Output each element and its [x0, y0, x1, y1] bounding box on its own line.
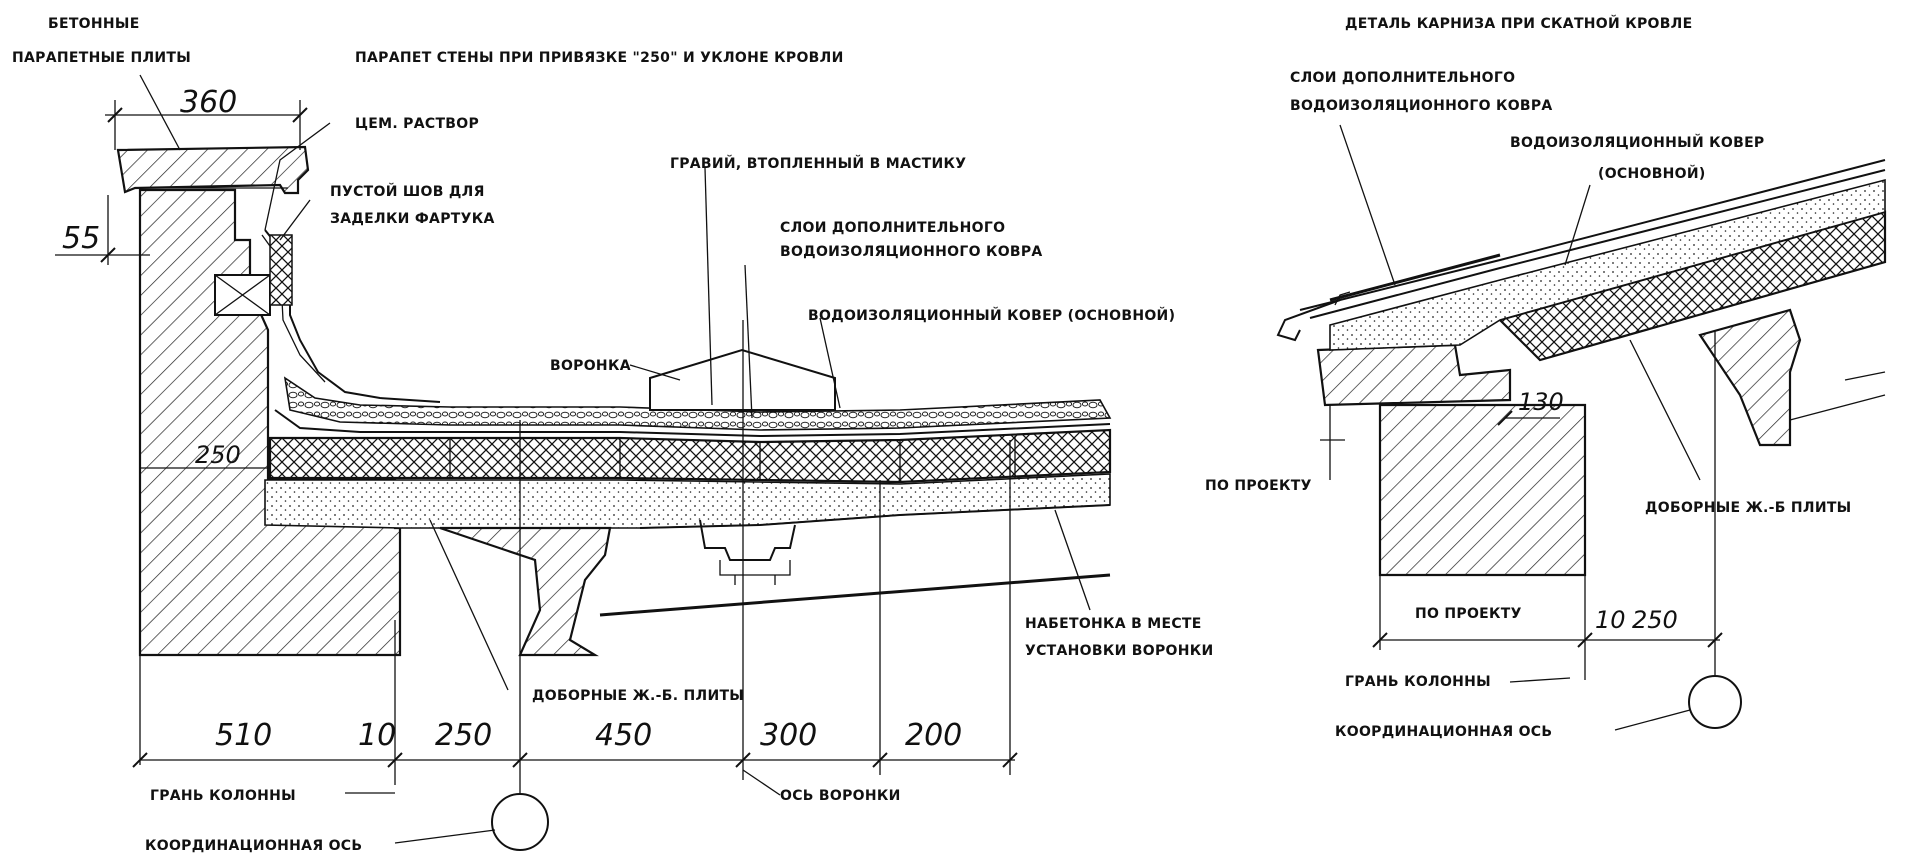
eave-slab	[1316, 343, 1512, 407]
screed-layer	[264, 473, 1111, 529]
label-extra-layers-2: ВОДОИЗОЛЯЦИОННОГО КОВРА	[780, 244, 1043, 260]
left-detail-title: ПАРАПЕТ СТЕНЫ ПРИ ПРИВЯЗКЕ "250" И УКЛОН…	[355, 50, 844, 66]
left-dimensions	[55, 100, 1018, 768]
dim-510: 510	[215, 718, 272, 753]
label-funnel: ВОРОНКА	[550, 358, 631, 374]
label-extra-layers-1: СЛОИ ДОПОЛНИТЕЛЬНОГО	[780, 220, 1005, 236]
left-detail: БЕТОННЫЕ ПАРАПЕТНЫЕ ПЛИТЫ ПАРАПЕТ СТЕНЫ …	[12, 16, 1214, 854]
label-main-membrane: ВОДОИЗОЛЯЦИОННЫЙ КОВЕР (ОСНОВНОЙ)	[808, 307, 1175, 324]
dim-250: 250	[435, 718, 492, 753]
parapet-cap-slab	[116, 145, 310, 195]
label-funnel-axis: ОСЬ ВОРОНКИ	[780, 788, 901, 804]
dim-200: 200	[905, 718, 962, 753]
membrane-layers	[274, 409, 1111, 438]
label-cement-mortar: ЦЕМ. РАСТВОР	[355, 116, 479, 132]
right-leaders	[1339, 124, 1701, 731]
label-empty-joint-1: ПУСТОЙ ШОВ ДЛЯ	[330, 183, 485, 200]
label-right-extra-slabs: ДОБОРНЫЕ Ж.-Б ПЛИТЫ	[1645, 500, 1852, 516]
drip-edge	[1276, 299, 1341, 342]
label-by-project: ПО ПРОЕКТУ	[1205, 478, 1312, 494]
coord-axis-marker	[491, 793, 549, 851]
dim-right-250: 250	[1632, 606, 1678, 634]
label-parapet-slabs-1: БЕТОННЫЕ	[48, 16, 140, 32]
right-slab-rib	[1698, 308, 1802, 447]
dim-450: 450	[595, 718, 652, 753]
right-detail: ДЕТАЛЬ КАРНИЗА ПРИ СКАТНОЙ КРОВЛЕ СЛОИ Д…	[1205, 15, 1887, 740]
dim-55: 55	[62, 221, 100, 256]
label-concrete-topping-2: УСТАНОВКИ ВОРОНКИ	[1025, 643, 1214, 659]
label-empty-joint-2: ЗАДЕЛКИ ФАРТУКА	[330, 211, 495, 227]
dim-360: 360	[180, 85, 237, 120]
label-extra-slabs: ДОБОРНЫЕ Ж.-Б. ПЛИТЫ	[532, 688, 744, 704]
label-right-extra-layers-1: СЛОИ ДОПОЛНИТЕЛЬНОГО	[1290, 70, 1515, 86]
label-by-project-dim: ПО ПРОЕКТУ	[1415, 606, 1522, 622]
right-dimensions	[1372, 410, 1723, 648]
label-right-coord-axis: КООРДИНАЦИОННАЯ ОСЬ	[1335, 724, 1552, 740]
label-gravel: ГРАВИЙ, ВТОПЛЕННЫЙ В МАСТИКУ	[670, 155, 966, 172]
gravel-layer	[283, 376, 1112, 431]
insulation-layer	[268, 428, 1112, 484]
dim-250-binding: 250	[195, 441, 241, 469]
dim-right-10: 10	[1595, 606, 1626, 634]
label-column-face: ГРАНЬ КОЛОННЫ	[150, 788, 296, 804]
right-screed	[1329, 178, 1886, 351]
label-coord-axis: КООРДИНАЦИОННАЯ ОСЬ	[145, 838, 362, 854]
mortar-block	[269, 234, 293, 306]
left-leaders	[139, 74, 1091, 844]
slab-rib	[439, 526, 612, 657]
right-coord-axis-marker	[1688, 675, 1742, 729]
label-right-extra-layers-2: ВОДОИЗОЛЯЦИОННОГО КОВРА	[1290, 98, 1553, 114]
label-concrete-topping-1: НАБЕТОНКА В МЕСТЕ	[1025, 616, 1202, 632]
label-right-main-membrane-2: (ОСНОВНОЙ)	[1598, 165, 1706, 182]
right-membrane	[1299, 159, 1886, 311]
dim-10: 10	[358, 718, 396, 753]
label-right-column-face: ГРАНЬ КОЛОННЫ	[1345, 674, 1491, 690]
right-detail-title: ДЕТАЛЬ КАРНИЗА ПРИ СКАТНОЙ КРОВЛЕ	[1345, 15, 1692, 32]
label-right-main-membrane-1: ВОДОИЗОЛЯЦИОННЫЙ КОВЕР	[1510, 134, 1765, 151]
dim-300: 300	[760, 718, 817, 753]
column	[1378, 403, 1587, 577]
dim-130: 130	[1518, 388, 1564, 416]
label-parapet-slabs-2: ПАРАПЕТНЫЕ ПЛИТЫ	[12, 50, 191, 66]
